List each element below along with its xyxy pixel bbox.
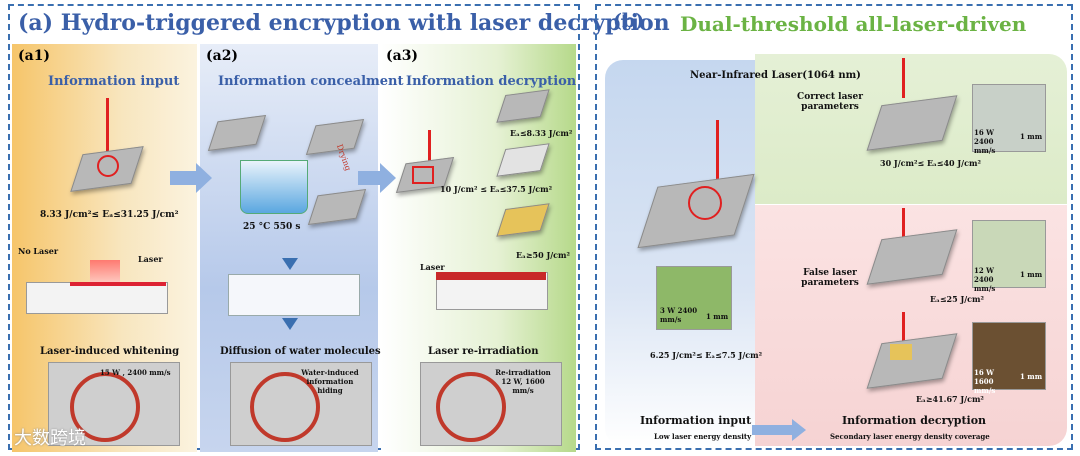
laser-layer: [436, 272, 546, 280]
panel-b-subtitle: Dual-threshold all-laser-driven: [680, 12, 1027, 36]
panel-b-frame: [595, 4, 1073, 450]
photo-correct: [972, 84, 1046, 152]
arrow-a2-a3-head: [380, 163, 396, 193]
photo-false-2: [972, 322, 1046, 390]
left-photo: [656, 266, 732, 330]
decrypt-title: Information decryption: [842, 414, 987, 427]
arrow-a1-a2-head: [196, 163, 212, 193]
seal-emblem: [436, 372, 506, 442]
a2-condition: 25 °C 550 s: [243, 222, 301, 232]
laser-beam: [428, 130, 431, 164]
seal-emblem: [250, 372, 320, 442]
a3-tag: (a3): [386, 48, 419, 64]
input-sub: Low laser energy density: [654, 432, 752, 441]
a3-e2: 10 J/cm² ≤ Eₐ≤37.5 J/cm²: [440, 184, 553, 194]
false-range-1: Eₐ≤25 J/cm²: [930, 294, 984, 304]
a1-photo-note: 15 W , 2400 mm/s: [100, 368, 171, 377]
input-title: Information input: [640, 414, 752, 427]
diffusion-block: [228, 274, 360, 316]
laser-label: Laser: [138, 254, 163, 264]
layer-block: [26, 282, 168, 314]
panel-b-title: (b): [613, 10, 645, 32]
scale-bar-label: 1 mm: [1020, 270, 1043, 279]
laser-layer: [70, 282, 166, 286]
water-beaker: [240, 160, 308, 214]
panel-b-left-bg: [605, 60, 755, 446]
arrow-a2-a3-shaft: [358, 171, 382, 185]
arrow-a1-a2-shaft: [170, 171, 196, 185]
a1-caption: Laser-induced whitening: [40, 346, 180, 357]
arrow-right-icon: [792, 419, 806, 441]
decrypt-sub: Secondary laser energy density coverage: [830, 432, 990, 441]
laser-spot: [688, 186, 722, 220]
laser-beam: [902, 312, 905, 342]
a2-photo-note: Water-induced information hiding: [301, 368, 359, 395]
scale-bar-label: 1 mm: [1020, 372, 1043, 381]
arrow-shaft: [752, 425, 792, 435]
correct-label: Correct laser parameters: [797, 92, 863, 112]
a3-laser-label: Laser: [420, 262, 445, 272]
a3-caption: Laser re-irradiation: [428, 346, 539, 357]
false-range-2: Eₐ≥41.67 J/cm²: [916, 394, 984, 404]
down-arrow-icon: [282, 318, 298, 330]
nir-laser-label: Near-Infrared Laser(1064 nm): [690, 70, 861, 81]
a3-e3: Eₐ≥50 J/cm²: [516, 250, 570, 260]
burnt-area: [890, 344, 912, 360]
photo-false-1: [972, 220, 1046, 288]
correct-range: 30 J/cm²≤ Eₐ≤40 J/cm²: [880, 158, 981, 168]
down-arrow-icon: [282, 258, 298, 270]
a2-tag: (a2): [206, 48, 239, 64]
laser-beam: [106, 98, 109, 153]
seal-emblem: [70, 372, 140, 442]
a3-e1: Eₐ≤8.33 J/cm²: [510, 128, 573, 138]
a3-photo-note: Re-irradiation 12 W, 1600 mm/s: [495, 368, 551, 395]
a1-tag: (a1): [18, 48, 51, 64]
a1-heading: Information input: [48, 74, 180, 89]
scale-bar-label: 1 mm: [706, 312, 729, 321]
laser-beam: [716, 120, 719, 190]
no-laser-label: No Laser: [18, 246, 59, 256]
photo1-label: 16 W 2400 mm/s: [974, 128, 996, 155]
scale-bar-label: 1 mm: [1020, 132, 1043, 141]
false-label: False laser parameters: [801, 268, 859, 288]
watermark: 大数跨境: [14, 428, 86, 449]
laser-spot: [97, 155, 119, 177]
left-photo-label: 3 W 2400 mm/s: [660, 306, 698, 324]
left-range: 6.25 J/cm²≤ Eₐ≤7.5 J/cm²: [650, 350, 763, 360]
laser-cone: [90, 260, 120, 282]
photo2-label: 12 W 2400 mm/s: [974, 266, 996, 293]
a1-energy: 8.33 J/cm²≤ Eₐ≤31.25 J/cm²: [40, 210, 179, 220]
photo3-label: 16 W 1600 mm/s: [974, 368, 996, 395]
laser-beam: [902, 58, 905, 98]
panel-a-title: (a) Hydro-triggered encryption with lase…: [18, 10, 670, 36]
laser-spot: [412, 166, 434, 184]
a2-heading: Information concealment: [218, 74, 404, 89]
laser-beam: [902, 208, 905, 240]
a2-caption: Diffusion of water molecules: [220, 346, 381, 357]
a3-heading: Information decryption: [406, 74, 577, 89]
